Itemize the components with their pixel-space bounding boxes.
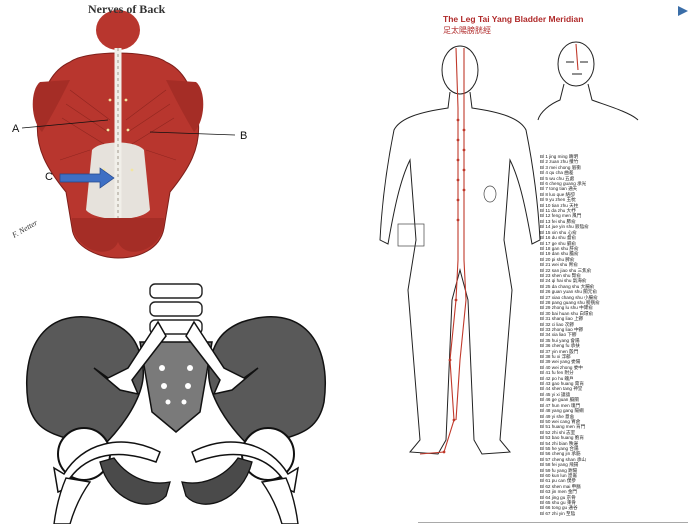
body-outline bbox=[380, 46, 540, 454]
label-b: B bbox=[240, 130, 247, 142]
sacral-points-box bbox=[398, 224, 424, 246]
acupoint-markers bbox=[443, 119, 466, 454]
pelvis-illustration bbox=[10, 282, 340, 524]
right-ischium bbox=[182, 458, 252, 504]
meridian-panel: The Leg Tai Yang Bladder Meridian 足太陽膀胱經 bbox=[360, 0, 692, 525]
back-title: Nerves of Back bbox=[88, 2, 165, 17]
pelvis-panel bbox=[10, 282, 340, 524]
label-a: A bbox=[12, 123, 20, 135]
bottom-rule bbox=[418, 522, 688, 523]
left-ischium bbox=[100, 458, 170, 504]
front-head-outline bbox=[538, 42, 638, 120]
back-anatomy-illustration: A B C F. Netter bbox=[0, 0, 300, 270]
label-c: C bbox=[45, 171, 53, 183]
netter-signature: F. Netter bbox=[10, 218, 40, 241]
corner-chevron-icon bbox=[676, 4, 690, 18]
kidney-icon bbox=[484, 186, 496, 202]
acupoint-legend-item: Bl 67 zhi yin 至陰 bbox=[540, 511, 690, 516]
back-anatomy-panel: Nerves of Back A B C bbox=[0, 0, 300, 270]
